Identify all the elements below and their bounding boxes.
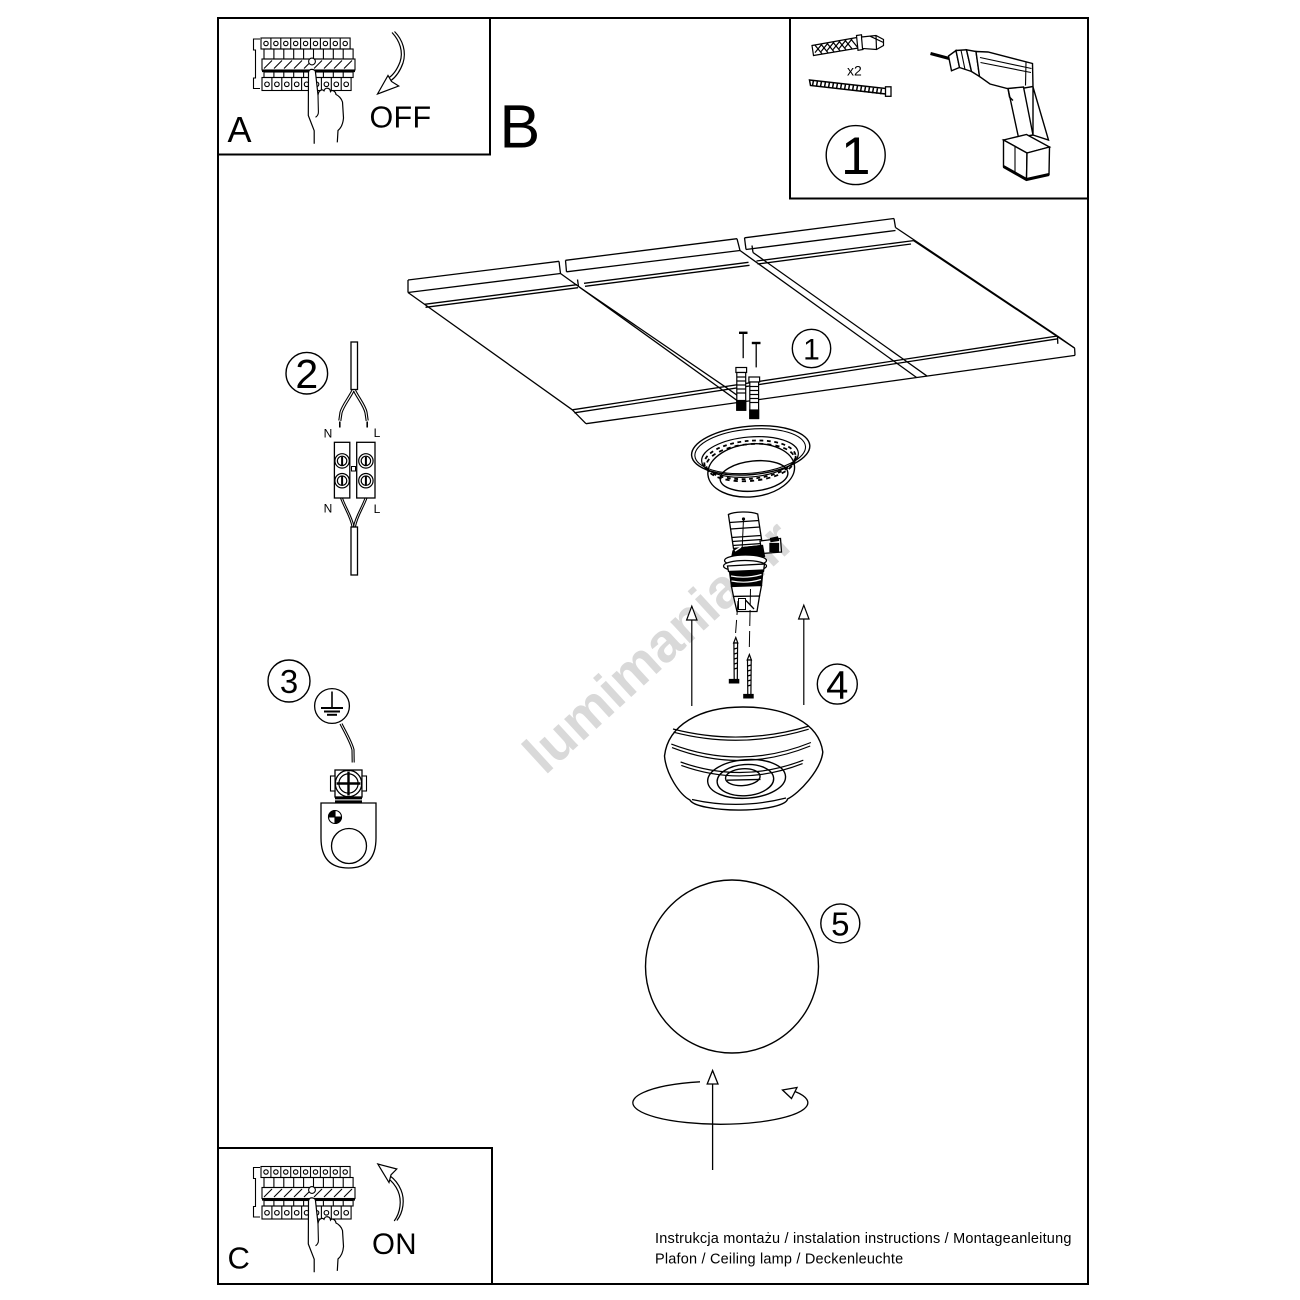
svg-text:Instrukcja montażu / instalati: Instrukcja montażu / instalation instruc… — [655, 1231, 1072, 1247]
svg-text:Plafon / Ceiling lamp / Decken: Plafon / Ceiling lamp / Deckenleuchte — [655, 1252, 903, 1268]
svg-text:3: 3 — [280, 663, 298, 700]
svg-text:1: 1 — [803, 333, 820, 366]
svg-text:1: 1 — [841, 127, 870, 186]
svg-text:N: N — [324, 427, 333, 441]
svg-text:4: 4 — [826, 664, 848, 708]
svg-text:L: L — [374, 426, 381, 440]
svg-text:B: B — [500, 93, 541, 161]
svg-text:OFF: OFF — [370, 101, 432, 135]
svg-text:x2: x2 — [847, 63, 862, 79]
svg-text:L: L — [374, 502, 381, 516]
svg-text:A: A — [228, 109, 252, 150]
svg-text:C: C — [228, 1241, 250, 1276]
svg-text:ON: ON — [372, 1228, 417, 1261]
svg-text:5: 5 — [831, 905, 849, 942]
svg-text:2: 2 — [295, 351, 318, 397]
svg-text:N: N — [324, 502, 333, 516]
